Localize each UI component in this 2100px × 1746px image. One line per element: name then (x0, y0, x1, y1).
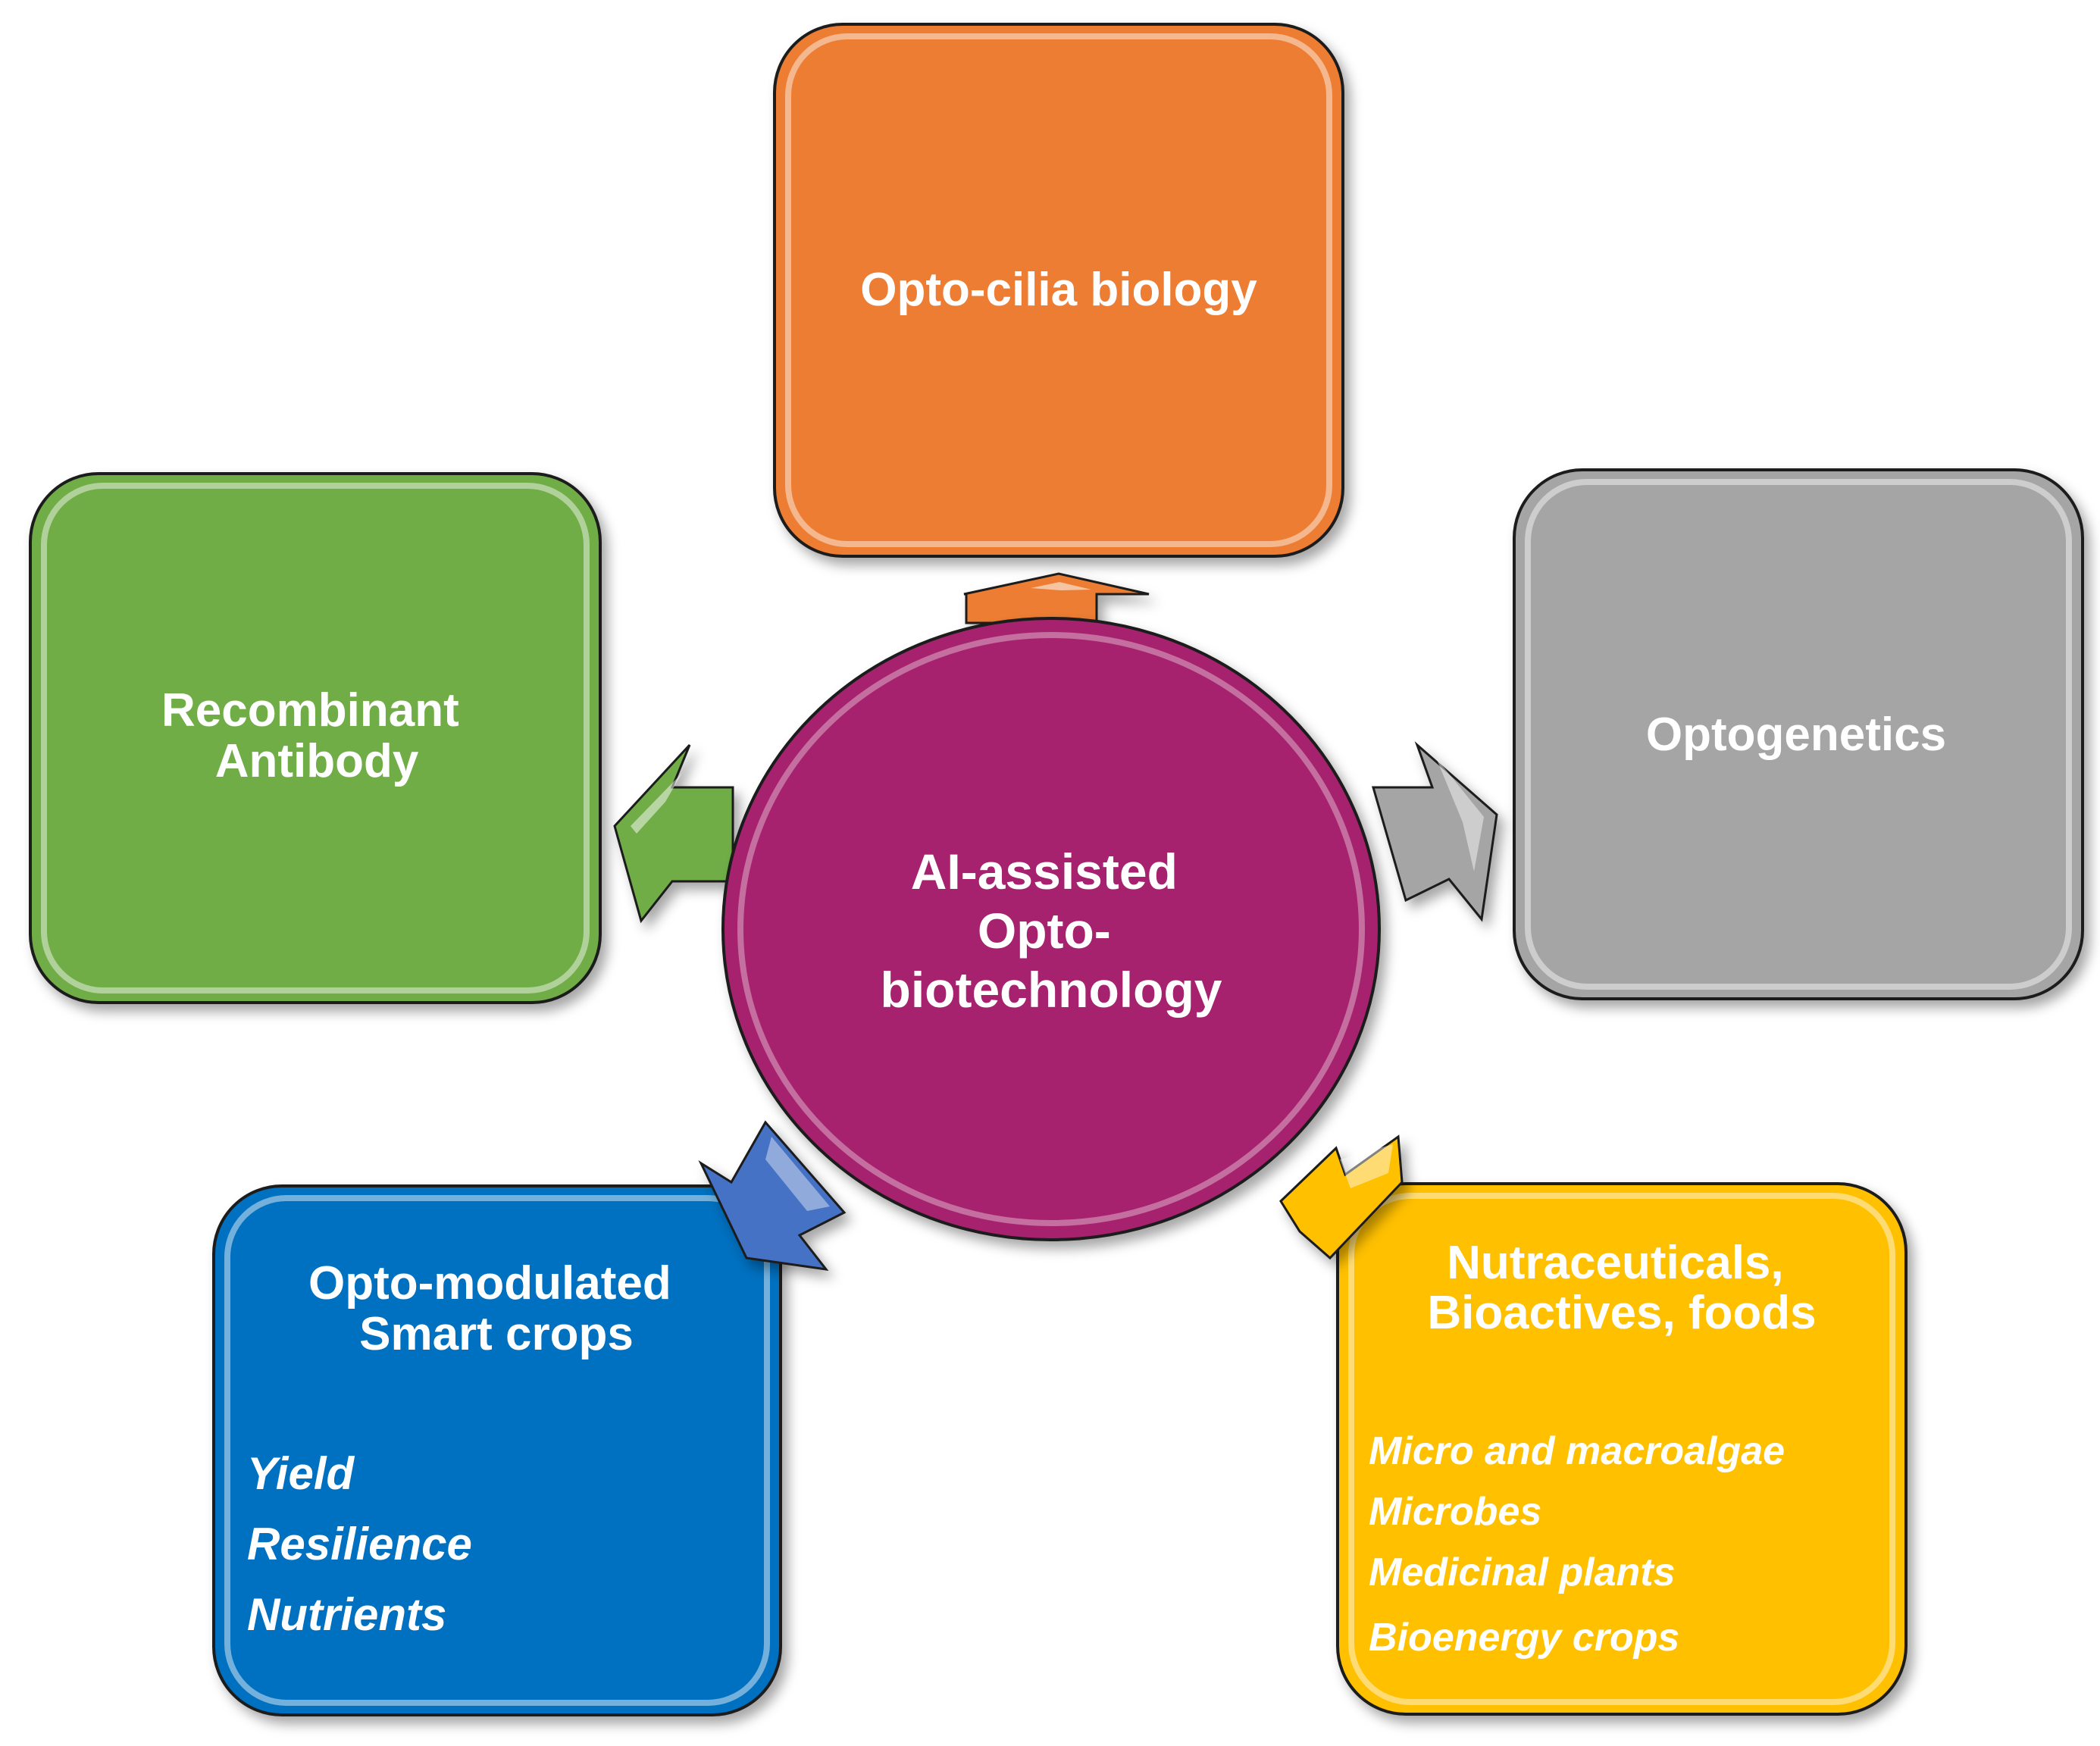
arrow-down-left-to-smart-crops (698, 1120, 847, 1272)
box-nutraceuticals-bg (1336, 1182, 1908, 1716)
nutraceuticals-item-algae: Micro and macroalgae (1369, 1429, 1785, 1473)
arrow-down-left-highlight (765, 1137, 830, 1211)
box-optogenetics: Optogenetics (1513, 468, 2084, 1000)
arrow-down-right-highlight (1340, 1144, 1393, 1188)
arrow-left-shape (613, 743, 734, 924)
box-smart-crops: Opto-modulated Smart crops Yield Resilie… (212, 1184, 782, 1716)
box-nutraceuticals-title-line-2: Bioactives, foods (1427, 1287, 1816, 1339)
box-recombinant-antibody-bg (29, 472, 602, 1004)
arrow-down-right-to-nutraceuticals (1279, 1134, 1404, 1260)
box-smart-crops-title-line-1: Opto-modulated (308, 1257, 671, 1310)
arrow-left-highlight (631, 773, 682, 834)
box-nutraceuticals-items: Micro and macroalgae Microbes Medicinal … (1369, 1429, 1796, 1660)
nutraceuticals-item-bioenergy-crops: Bioenergy crops (1369, 1616, 1679, 1660)
box-optogenetics-title: Optogenetics (1646, 709, 1946, 761)
arrow-right-to-optogenetics (1372, 741, 1498, 922)
box-nutraceuticals-title: Nutraceuticals, Bioactives, foods (1427, 1237, 1816, 1339)
smart-crops-item-nutrients: Nutrients (247, 1589, 446, 1640)
center-title: AI-assisted Opto- biotechnology (881, 843, 1222, 1018)
center-title-line-1: AI-assisted (911, 843, 1178, 900)
arrow-right-shape (1372, 741, 1498, 922)
arrow-up-to-opto-cilia (963, 572, 1150, 624)
box-opto-cilia-biology-gloss (785, 33, 1332, 547)
box-opto-cilia-biology: Opto-cilia biology (773, 23, 1344, 558)
arrow-up-highlight (1031, 582, 1091, 590)
box-smart-crops-bg (212, 1184, 782, 1716)
nutraceuticals-item-medicinal-plants: Medicinal plants (1369, 1550, 1676, 1594)
box-smart-crops-gloss (224, 1195, 770, 1706)
box-nutraceuticals-gloss (1348, 1193, 1895, 1705)
nutraceuticals-item-microbes: Microbes (1369, 1490, 1541, 1534)
center-node: AI-assisted Opto- biotechnology (721, 617, 1381, 1241)
center-title-line-3: biotechnology (881, 962, 1222, 1018)
arrow-right-highlight (1436, 758, 1484, 871)
box-recombinant-antibody: Recombinant Antibody (29, 472, 602, 1004)
center-circle-gloss (737, 632, 1365, 1226)
box-smart-crops-title: Opto-modulated Smart crops (308, 1257, 684, 1360)
box-opto-cilia-biology-title: Opto-cilia biology (860, 264, 1257, 316)
box-optogenetics-gloss (1525, 479, 2072, 990)
arrow-down-left-shape (698, 1120, 847, 1272)
smart-crops-item-resilience: Resilience (247, 1519, 472, 1569)
box-recombinant-antibody-title-line-2: Antibody (215, 735, 419, 787)
arrow-down-right-shape (1279, 1134, 1404, 1260)
box-smart-crops-title-line-2: Smart crops (359, 1308, 634, 1360)
box-opto-cilia-biology-bg (773, 23, 1344, 558)
center-title-line-2: Opto- (978, 903, 1111, 959)
box-opto-cilia-biology-title-line: Opto-cilia biology (860, 264, 1257, 316)
center-circle (721, 617, 1381, 1241)
box-optogenetics-bg (1513, 468, 2084, 1000)
box-nutraceuticals: Nutraceuticals, Bioactives, foods Micro … (1336, 1182, 1908, 1716)
box-recombinant-antibody-title-line-1: Recombinant (161, 684, 459, 737)
box-recombinant-antibody-title: Recombinant Antibody (161, 684, 472, 787)
box-recombinant-antibody-gloss (41, 483, 590, 993)
arrow-left-to-antibody (613, 743, 734, 924)
box-smart-crops-items: Yield Resilience Nutrients (247, 1448, 485, 1640)
smart-crops-item-yield: Yield (247, 1448, 355, 1499)
box-optogenetics-title-line: Optogenetics (1646, 709, 1946, 761)
arrow-up-shape (963, 572, 1150, 624)
box-nutraceuticals-title-line-1: Nutraceuticals, (1447, 1237, 1784, 1289)
